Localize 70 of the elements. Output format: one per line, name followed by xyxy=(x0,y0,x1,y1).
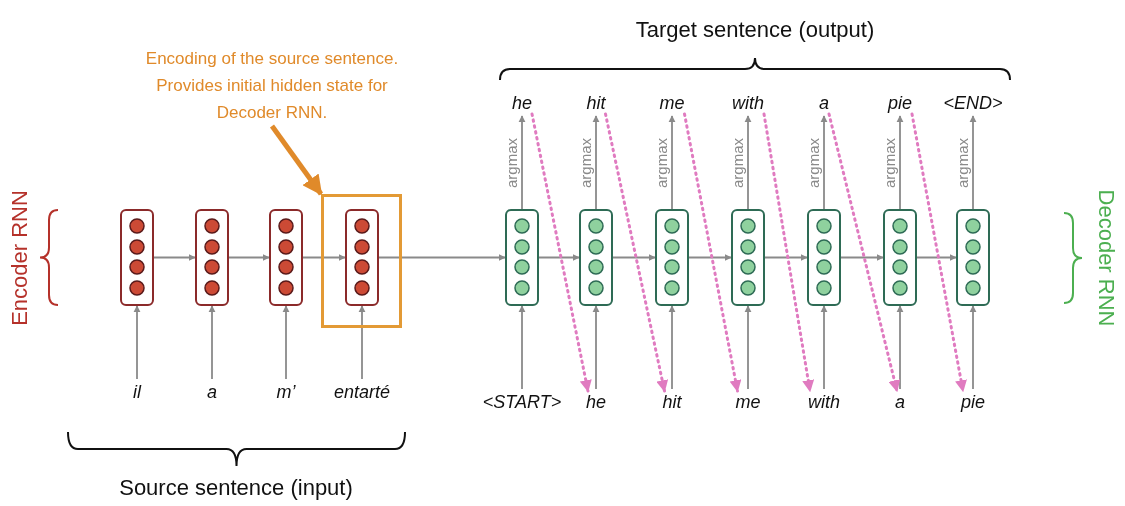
rnn-cell xyxy=(579,209,613,306)
token-word: me xyxy=(659,92,685,114)
arrow xyxy=(744,115,752,210)
arrow xyxy=(840,253,884,262)
rnn-cell xyxy=(655,209,689,306)
token-word: il xyxy=(133,381,141,403)
rnn-cell xyxy=(269,209,303,306)
rnn-cell xyxy=(120,209,154,306)
arrow xyxy=(358,305,366,380)
dotted-arrow xyxy=(910,112,967,393)
highlight-frame xyxy=(321,194,402,328)
arrow xyxy=(668,305,676,390)
dotted-arrow xyxy=(604,112,669,393)
arrow xyxy=(518,305,526,390)
token-word: entarté xyxy=(334,381,390,403)
token-word: pie xyxy=(888,92,912,114)
token-word: <START> xyxy=(482,391,562,413)
rnn-cell xyxy=(345,209,379,306)
arrow xyxy=(269,124,324,196)
arrow xyxy=(820,115,828,210)
arrow xyxy=(764,253,808,262)
dotted-arrow xyxy=(827,112,901,393)
token-word: he xyxy=(586,391,606,413)
arrow xyxy=(969,115,977,210)
source-sentence-label: Source sentence (input) xyxy=(119,475,353,501)
rnn-cell xyxy=(195,209,229,306)
token-word: me xyxy=(735,391,761,413)
arrow xyxy=(518,115,526,210)
rnn-cell xyxy=(956,209,990,306)
token-word: a xyxy=(895,391,905,413)
arrow xyxy=(592,305,600,390)
rnn-cell xyxy=(731,209,765,306)
rnn-cell xyxy=(883,209,917,306)
arrow xyxy=(688,253,732,262)
rnn-cell xyxy=(505,209,539,306)
arrow xyxy=(378,253,506,262)
target-sentence-label: Target sentence (output) xyxy=(635,17,875,43)
token-word: a xyxy=(207,381,217,403)
arrow xyxy=(282,305,290,380)
arrow xyxy=(668,115,676,210)
arrow xyxy=(538,253,580,262)
arrow xyxy=(592,115,600,210)
arrow xyxy=(896,305,904,390)
rnn-cell xyxy=(807,209,841,306)
annotation-text: Encoding of the source sentence. Provides initial hidden state for Decoder RNN. xyxy=(137,45,407,126)
token-word: hit xyxy=(586,92,606,114)
arrow xyxy=(153,253,196,262)
dotted-arrow xyxy=(762,112,815,393)
token-word: <END> xyxy=(943,92,1003,114)
arrow xyxy=(916,253,957,262)
arrow xyxy=(969,305,977,390)
token-word: with xyxy=(808,391,840,413)
token-word: a xyxy=(819,92,829,114)
dotted-arrow xyxy=(530,112,592,393)
token-word: m’ xyxy=(276,381,296,403)
token-word: with xyxy=(732,92,764,114)
arrow xyxy=(744,305,752,390)
token-word: hit xyxy=(662,391,682,413)
arrow xyxy=(302,253,346,262)
arrow xyxy=(228,253,270,262)
arrow xyxy=(133,305,141,380)
arrow xyxy=(208,305,216,380)
dotted-arrow xyxy=(683,112,742,393)
token-word: pie xyxy=(961,391,985,413)
token-word: he xyxy=(512,92,532,114)
arrow xyxy=(820,305,828,390)
encoder-label: Encoder RNN xyxy=(7,190,33,326)
decoder-label: Decoder RNN xyxy=(1093,189,1119,327)
arrow xyxy=(896,115,904,210)
arrow xyxy=(612,253,656,262)
